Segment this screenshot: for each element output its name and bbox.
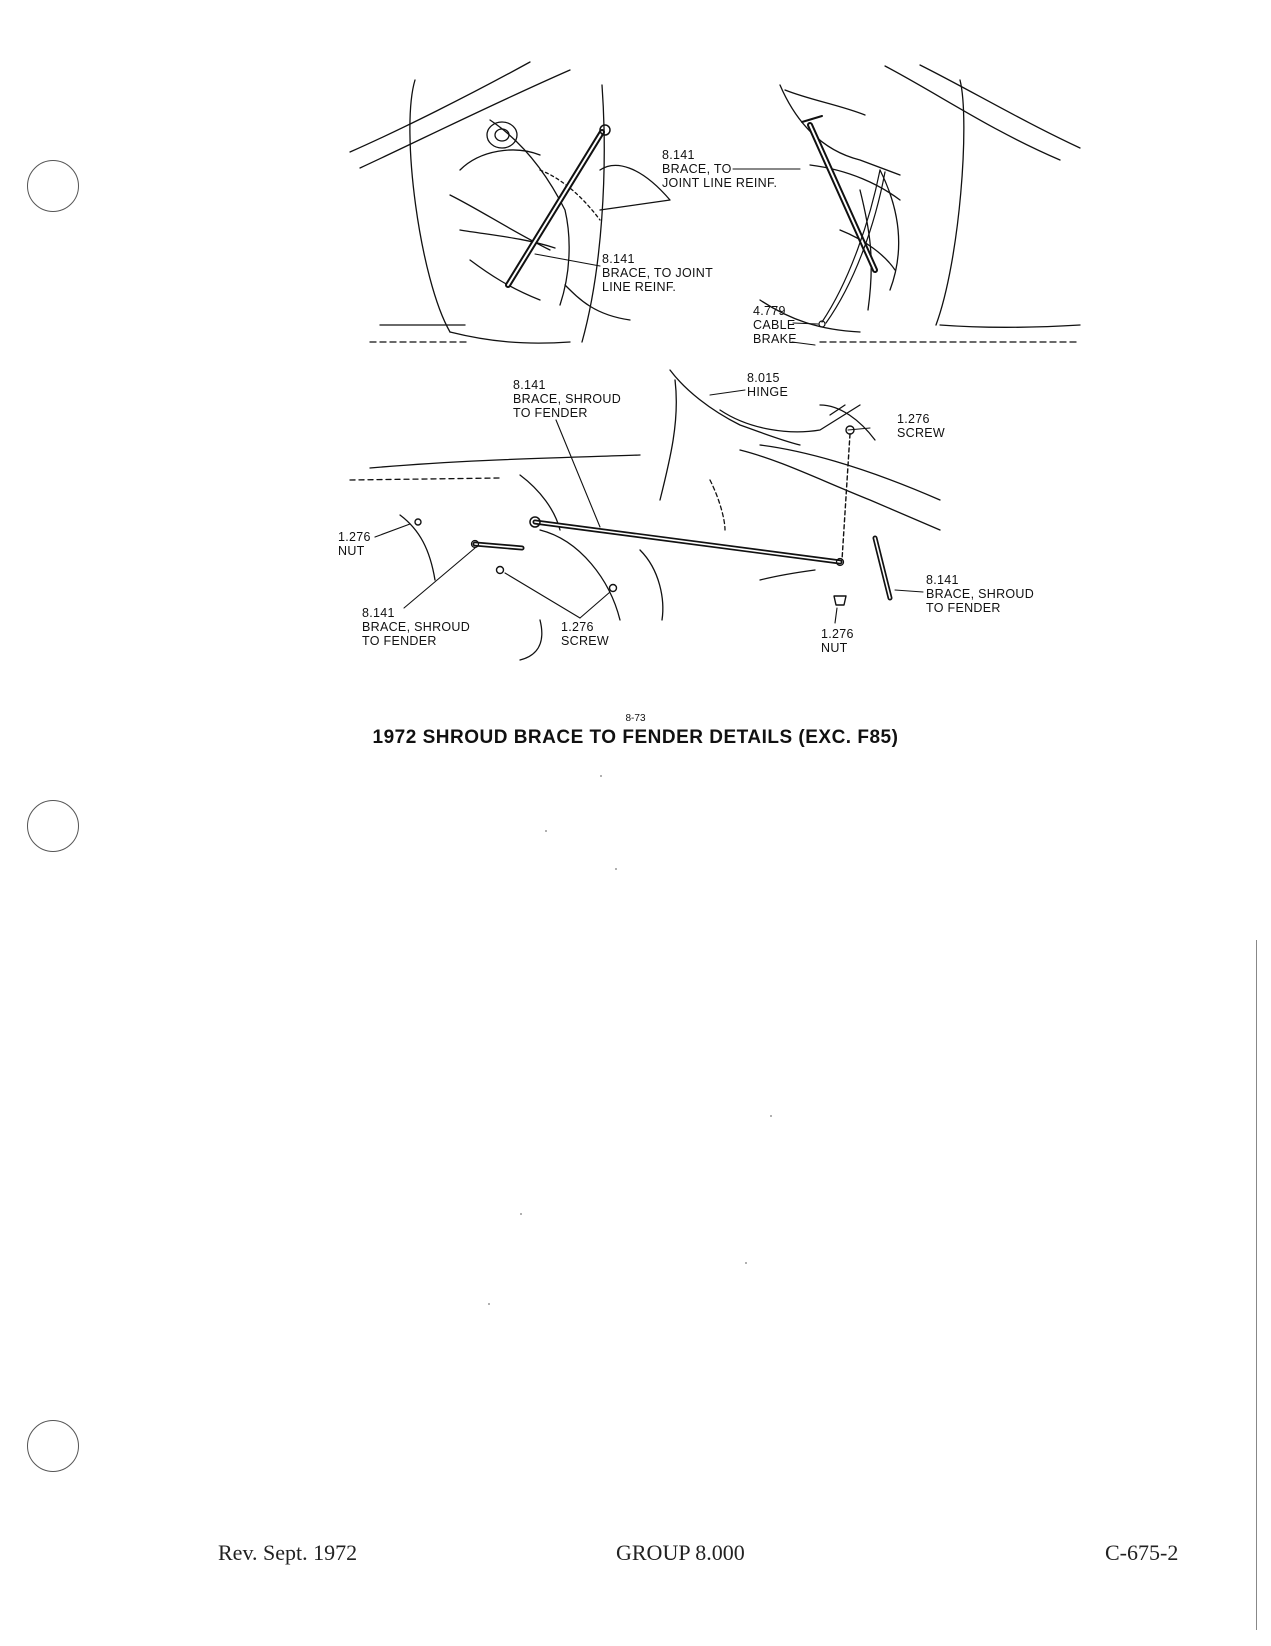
callout-brace-shroud-right: 8.141 BRACE, SHROUD TO FENDER — [926, 573, 1035, 615]
leader-lines — [374, 168, 924, 624]
speck — [770, 1115, 772, 1117]
callout-nut-left: 1.276 NUT — [338, 530, 371, 558]
lower-assembly-view — [349, 369, 941, 661]
callout-nut-bottom-right: 1.276 NUT — [821, 627, 854, 655]
binder-hole-middle — [27, 800, 79, 852]
footer-revision: Rev. Sept. 1972 — [218, 1540, 358, 1565]
speck — [520, 1213, 522, 1215]
footer-group: GROUP 8.000 — [616, 1540, 745, 1565]
right-shroud-brace — [872, 535, 893, 601]
upper-left-brace — [505, 124, 611, 288]
page-edge-line — [1256, 940, 1257, 1630]
upper-right-fender-view — [759, 64, 1081, 343]
callout-hinge: 8.015 HINGE — [747, 371, 789, 399]
binder-hole-bottom — [27, 1420, 79, 1472]
callout-brace-shroud-center: 8.141 BRACE, SHROUD TO FENDER — [513, 378, 622, 420]
callout-brace-shroud-left: 8.141 BRACE, SHROUD TO FENDER — [362, 606, 471, 648]
speck — [600, 775, 602, 777]
fasteners — [414, 425, 855, 606]
upper-right-brace — [801, 115, 878, 273]
left-shroud-brace — [470, 539, 525, 551]
callout-upper-left-brace: 8.141 BRACE, TO JOINT LINE REINF. — [602, 252, 714, 294]
center-shroud-brace — [529, 516, 845, 567]
figure-caption: 1972 SHROUD BRACE TO FENDER DETAILS (EXC… — [372, 727, 899, 748]
figure-number: 8-73 — [625, 713, 646, 724]
binder-hole-top — [27, 160, 79, 212]
technical-drawing — [349, 61, 1081, 661]
footer-page-code: C-675-2 — [1105, 1540, 1179, 1565]
shroud-brace-illustration: 8.141 BRACE, TO JOINT LINE REINF. 8.141 … — [338, 60, 1100, 710]
upper-left-fender-view — [349, 61, 671, 344]
callout-upper-right-brace: 8.141 BRACE, TO JOINT LINE REINF. — [662, 148, 778, 190]
speck — [545, 830, 547, 832]
callout-cable-brake: 4.779 CABLE BRAKE — [753, 304, 797, 346]
speck — [745, 1262, 747, 1264]
speck — [488, 1303, 490, 1305]
callout-screw-top-right: 1.276 SCREW — [897, 412, 946, 440]
speck — [615, 868, 617, 870]
callout-screw-bottom: 1.276 SCREW — [561, 620, 610, 648]
brake-cable — [818, 169, 886, 328]
